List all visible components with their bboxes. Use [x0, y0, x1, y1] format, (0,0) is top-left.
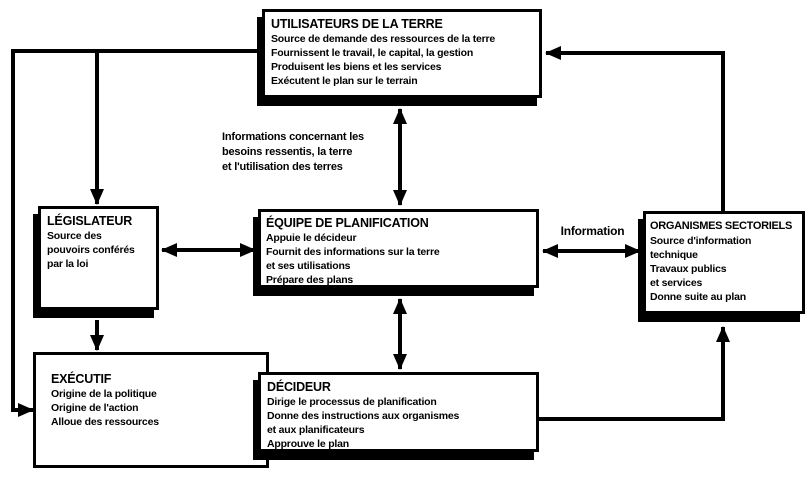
box-line: Origine de l'action: [51, 402, 139, 414]
box-line: Source des: [47, 230, 102, 242]
box-title: UTILISATEURS DE LA TERRE: [271, 17, 443, 31]
box-title: EXÉCUTIF: [51, 372, 112, 386]
box-line: Donne suite au plan: [650, 291, 746, 303]
label-line: besoins ressentis, la terre: [222, 146, 353, 158]
arrow-organismes-to-utilisateurs: [545, 46, 725, 211]
box-line: et ses utilisations: [266, 260, 351, 272]
box-line: Prépare des plans: [266, 274, 354, 286]
arrow-decideur-to-organismes: [539, 326, 730, 421]
box-line: Dirige le processus de planification: [267, 396, 437, 408]
box-line: Appuie le décideur: [266, 232, 357, 244]
label-line: Informations concernant les: [222, 131, 364, 143]
box-line: Origine de la politique: [51, 388, 157, 400]
box-line: Alloue des ressources: [51, 416, 159, 428]
box-line: Donne des instructions aux organismes: [267, 410, 460, 422]
box-title: ORGANISMES SECTORIELS: [650, 220, 793, 232]
box-line: technique: [650, 249, 698, 261]
box-organismes-sectoriels: ORGANISMES SECTORIELS Source d'informati…: [643, 211, 805, 314]
box-line: Source d'information: [650, 235, 752, 247]
box-equipe-de-planification: ÉQUIPE DE PLANIFICATION Appuie le décide…: [258, 209, 539, 288]
box-line: Travaux publics: [650, 263, 727, 275]
box-executif: EXÉCUTIF Origine de la politique Origine…: [33, 352, 269, 468]
box-utilisateurs-de-la-terre: UTILISATEURS DE LA TERRE Source de deman…: [262, 9, 542, 98]
box-line: Fournissent le travail, le capital, la g…: [271, 47, 474, 59]
box-line: par la loi: [47, 258, 89, 270]
box-line: et services: [650, 277, 703, 289]
box-title: DÉCIDEUR: [267, 380, 331, 394]
box-line: Produisent les biens et les services: [271, 61, 442, 73]
box-title: LÉGISLATEUR: [47, 214, 133, 228]
box-line: et aux planificateurs: [267, 424, 365, 436]
box-legislateur: LÉGISLATEUR Source des pouvoirs conférés…: [38, 206, 159, 310]
label-line: et l'utilisation des terres: [222, 161, 343, 173]
box-line: Exécutent le plan sur le terrain: [271, 75, 418, 87]
box-decideur: DÉCIDEUR Dirige le processus de planific…: [258, 372, 539, 452]
box-line: Fournit des informations sur la terre: [266, 246, 440, 258]
label-information: Information: [560, 224, 625, 238]
box-line: Approuve le plan: [267, 438, 349, 450]
label-informations-besoins: Informations concernant les besoins ress…: [222, 130, 364, 175]
box-line: Source de demande des ressources de la t…: [271, 33, 496, 45]
box-line: pouvoirs conférés: [47, 244, 135, 256]
box-title: ÉQUIPE DE PLANIFICATION: [266, 216, 429, 230]
